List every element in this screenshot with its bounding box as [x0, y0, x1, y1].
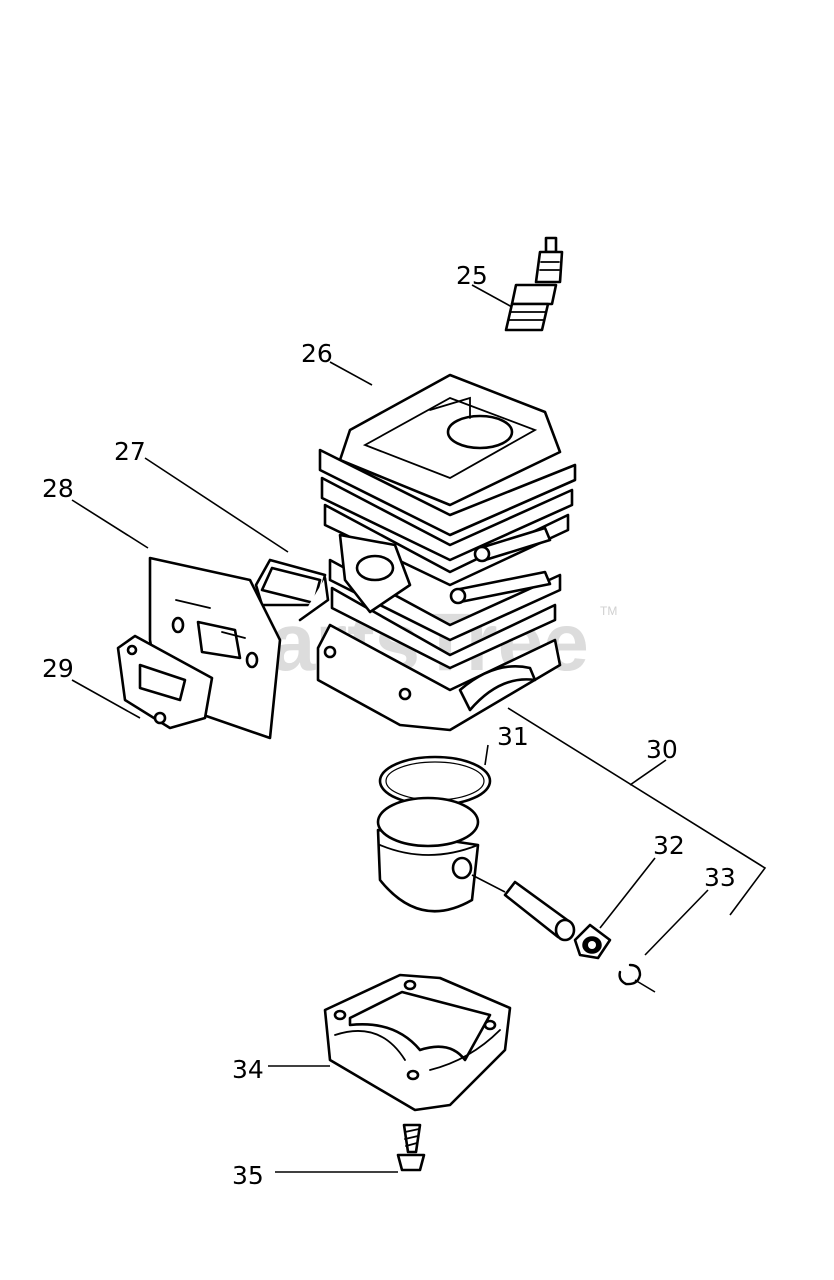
gasket-29[interactable]	[116, 634, 214, 730]
callout-29: 29	[42, 654, 74, 683]
screw-35[interactable]	[396, 1123, 426, 1172]
piston-pin[interactable]	[503, 880, 576, 942]
callout-34: 34	[232, 1055, 264, 1084]
piston[interactable]	[376, 796, 480, 913]
piston-ring-31[interactable]	[378, 755, 492, 807]
spark-plug-25[interactable]	[504, 236, 564, 332]
callout-31: 31	[497, 722, 529, 751]
circlip-33[interactable]	[618, 963, 642, 986]
watermark-trademark: TM	[600, 604, 617, 618]
callout-numbers: 25 26 27 28 29 30 31 32 33 34 35	[42, 261, 736, 1190]
crankcase-bottom-34[interactable]	[323, 973, 512, 1112]
leader-lines	[71, 284, 767, 1173]
callout-30: 30	[646, 735, 678, 764]
cylinder-26[interactable]	[316, 373, 577, 732]
callout-27: 27	[114, 437, 146, 466]
callout-35: 35	[232, 1161, 264, 1190]
callout-25: 25	[456, 261, 488, 290]
callout-33: 33	[704, 863, 736, 892]
needle-bearing-32[interactable]	[573, 923, 612, 960]
insulator-block-27[interactable]	[254, 558, 330, 622]
callout-26: 26	[301, 339, 333, 368]
callout-28: 28	[42, 474, 74, 503]
callout-32: 32	[653, 831, 685, 860]
